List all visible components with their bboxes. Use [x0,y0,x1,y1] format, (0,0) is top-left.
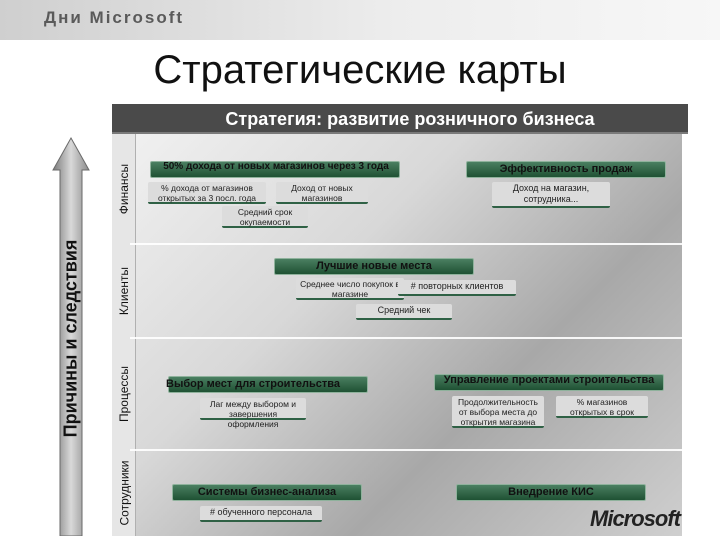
strategy-bar: Стратегия: развитие розничного бизнеса [112,104,688,134]
finance-goal-2 [466,161,666,178]
finance-metric-3: Средний срок окупаемости [222,206,308,228]
microsoft-logo: Microsoft [590,506,681,531]
up-arrow-icon [52,136,90,536]
clients-metric-1: Среднее число покупок в магазине [296,278,404,300]
perspective-finance: Финансы [117,163,132,215]
staff-goal-2-label: Внедрение КИС [508,486,594,498]
finance-goal-1 [150,161,400,178]
processes-goal-2 [434,374,664,391]
strategy-map-panel: 50% дохода от новых магазинов через 3 го… [136,134,682,536]
row-divider [130,449,682,451]
row-divider [130,243,682,245]
finance-metric-2: Доход от новых магазинов [276,182,368,204]
staff-goal-1 [172,484,362,501]
slide-title: Стратегические карты [153,48,567,92]
clients-goal [274,258,474,275]
processes-goal-2-label: Управление проектами строительства [443,374,655,386]
perspective-column [112,134,136,536]
header-band [0,0,720,40]
staff-goal-1-label: Системы бизнес-анализа [197,486,337,498]
processes-goal-1-label: Выбор мест для строительства [166,378,340,390]
processes-goal-1 [168,376,368,393]
processes-metric-2: Продолжительность от выбора места до отк… [452,396,544,428]
row-divider [130,337,682,339]
processes-metric-3: % магазинов открытых в срок [556,396,648,418]
finance-metric-1: % дохода от магазинов открытых за 3 посл… [148,182,266,204]
clients-metric-3: Средний чек [356,304,452,320]
cause-effect-label: Причины и следствия [60,239,81,437]
perspective-staff: Сотрудники [117,460,131,526]
clients-goal-label: Лучшие новые места [316,260,432,272]
finance-metric-4: Доход на магазин, сотрудника... [492,182,610,208]
finance-goal-1-label: 50% дохода от новых магазинов через 3 го… [163,161,389,172]
perspective-clients: Клиенты [117,266,131,316]
perspective-processes: Процессы [117,365,132,423]
finance-goal-2-label: Эффективность продаж [499,163,633,175]
clients-metric-2: # повторных клиентов [398,280,516,296]
staff-goal-2 [456,484,646,501]
brand-name: Дни Microsoft [44,8,185,27]
staff-metric-1: # обученного персонала [200,506,322,522]
processes-metric-1: Лаг между выбором и завершения оформлени… [200,398,306,429]
